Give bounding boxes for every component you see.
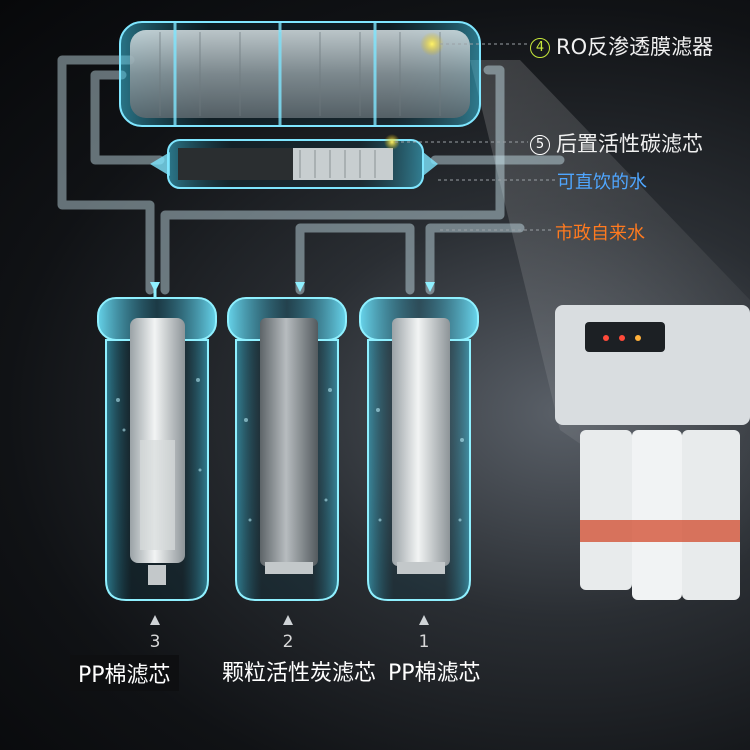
post-carbon-filter — [150, 134, 438, 189]
ro-text: RO反渗透膜滤器 — [556, 35, 714, 59]
filter-canister-1 — [359, 282, 479, 601]
filter-3-number: 3 — [149, 632, 161, 652]
ro-membrane-filter — [119, 21, 481, 127]
pipes — [57, 55, 565, 295]
carbon-post-text: 后置活性碳滤芯 — [556, 132, 703, 156]
stage-arrows — [150, 615, 429, 625]
filter-2-number: 2 — [282, 632, 294, 652]
ro-number: 4 — [530, 38, 550, 58]
purifier-unit-photo — [555, 305, 750, 600]
carbon-post-number: 5 — [530, 135, 550, 155]
carbon-post-label: 5 后置活性碳滤芯 — [530, 128, 703, 158]
filter-2-name: 颗粒活性炭滤芯 — [222, 661, 377, 686]
filter-canister-3 — [97, 282, 217, 601]
water-bubbles — [116, 378, 464, 522]
ro-filter-label: 4 RO反渗透膜滤器 — [530, 31, 713, 61]
tap-water-label: 市政自来水 — [555, 223, 645, 244]
filter-1-name: PP棉滤芯 — [388, 661, 481, 686]
filter-1-number: 1 — [418, 632, 430, 652]
filter-canister-2 — [227, 282, 347, 601]
leader-lines — [395, 43, 555, 231]
drinkable-water-label: 可直饮的水 — [557, 172, 647, 193]
filter-3-name: PP棉滤芯 — [70, 655, 179, 691]
